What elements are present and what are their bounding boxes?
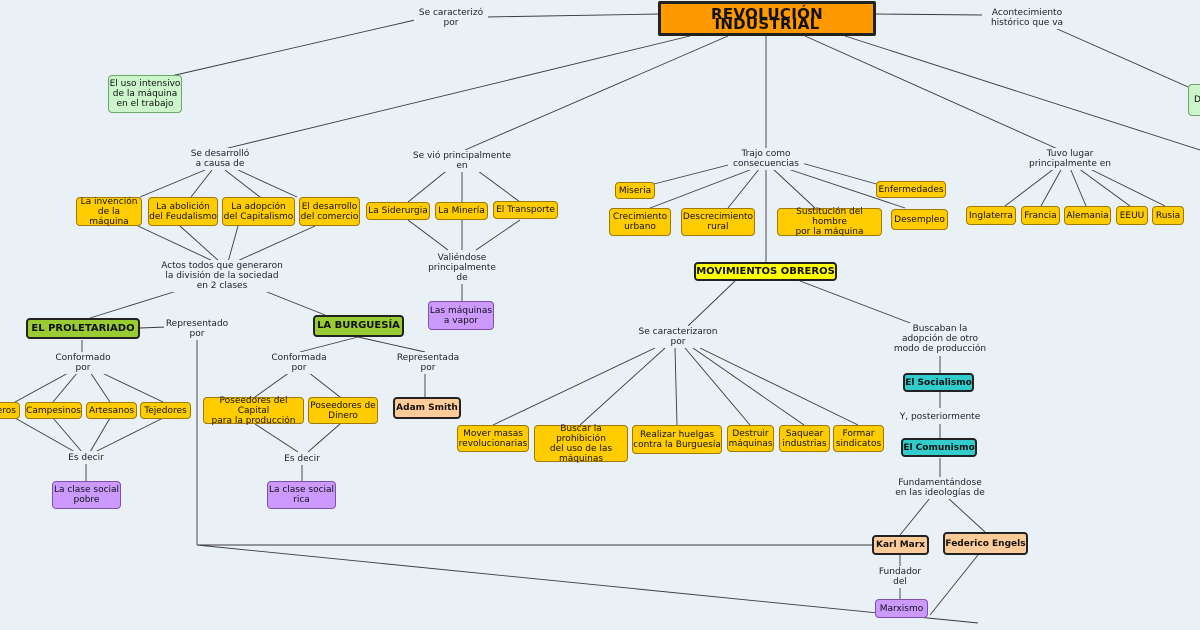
label-conformada: Conformada por [270, 352, 328, 374]
node-inglaterra[interactable]: Inglaterra [966, 206, 1016, 225]
node-d-partial[interactable]: D [1188, 84, 1200, 116]
node-tejedores[interactable]: Tejedores [140, 402, 191, 419]
label-representado: Representado por [164, 318, 230, 340]
label-representada: Representada por [396, 352, 460, 374]
node-eeuu[interactable]: EEUU [1116, 206, 1148, 225]
label-se-caracterizo: Se caracterizó por [414, 7, 488, 29]
node-socialismo[interactable]: El Socialismo [903, 373, 974, 392]
label-y-posteriormente: Y, posteriormente [898, 410, 982, 423]
node-buscar-prohibicion[interactable]: Buscar la prohibición del uso de las máq… [534, 424, 628, 464]
node-comunismo[interactable]: El Comunismo [901, 438, 977, 457]
node-uso-maquina[interactable]: El uso intensivo de la máquina en el tra… [108, 75, 182, 113]
node-transporte[interactable]: El Transporte [493, 201, 558, 219]
label-es-decir-2: Es decir [280, 452, 324, 465]
node-federico-engels[interactable]: Federico Engels [943, 532, 1028, 555]
node-artesanos[interactable]: Artesanos [86, 402, 137, 419]
label-actos: Actos todos que generaron la división de… [158, 260, 286, 292]
node-alemania[interactable]: Alemania [1064, 206, 1111, 225]
node-destruir-maquinas[interactable]: Destruir máquinas [727, 425, 774, 452]
node-mover-masas[interactable]: Mover masas revolucionarias [457, 425, 529, 452]
node-desempleo[interactable]: Desempleo [891, 209, 948, 230]
node-obreros-partial[interactable]: eros [0, 402, 20, 419]
label-buscaban: Buscaban la adopción de otro modo de pro… [892, 323, 988, 355]
node-saquear-industrias[interactable]: Saquear industrias [779, 425, 830, 452]
node-burguesia[interactable]: LA BURGUESÍA [313, 315, 404, 337]
node-adopcion[interactable]: La adopción del Capitalismo [222, 197, 295, 226]
node-miseria[interactable]: Miseria [615, 182, 655, 199]
node-clase-rica[interactable]: La clase social rica [267, 481, 336, 509]
node-descrecimiento-rural[interactable]: Descrecimiento rural [681, 208, 755, 236]
node-rusia[interactable]: Rusia [1152, 206, 1184, 225]
node-abolicion[interactable]: La abolición del Feudalismo [148, 197, 218, 226]
node-adam-smith[interactable]: Adam Smith [393, 397, 461, 419]
root-title[interactable]: REVOLUCIÓN INDUSTRIAL [658, 1, 876, 36]
label-valiendose: Valiéndose principalmente de [425, 252, 499, 284]
node-maquinas-vapor[interactable]: Las máquinas a vapor [428, 301, 494, 330]
label-se-vio: Se vió principalmente en [410, 150, 514, 172]
node-formar-sindicatos[interactable]: Formar sindicatos [833, 425, 884, 452]
node-marxismo[interactable]: Marxismo [875, 599, 928, 618]
label-se-caracterizaron: Se caracterizaron por [638, 326, 718, 348]
label-fundador: Fundador del [874, 566, 926, 588]
node-poseedores-dinero[interactable]: Poseedores de Dinero [308, 397, 378, 424]
label-tuvo-lugar: Tuvo lugar principalmente en [1022, 148, 1118, 170]
node-crecimiento-urbano[interactable]: Crecimiento urbano [609, 208, 671, 236]
label-acontecimiento: Acontecimiento histórico que va [982, 7, 1072, 29]
node-francia[interactable]: Francia [1021, 206, 1060, 225]
node-campesinos[interactable]: Campesinos [25, 402, 82, 419]
node-proletariado[interactable]: EL PROLETARIADO [26, 318, 140, 339]
node-poseedores-capital[interactable]: Poseedores del Capital para la producció… [203, 396, 304, 426]
node-invencion[interactable]: La invención de la máquina [76, 197, 142, 227]
node-sustitucion[interactable]: Sustitución del hombre por la máquina [777, 207, 882, 237]
node-realizar-huelgas[interactable]: Realizar huelgas contra la Burguesía [632, 425, 722, 454]
label-fundamentandose: Fundamentándose en las ideologías de [892, 477, 988, 499]
node-mineria[interactable]: La Minería [435, 202, 488, 220]
label-conformado: Conformado por [54, 352, 112, 374]
node-siderurgia[interactable]: La Siderurgia [366, 202, 430, 220]
node-clase-pobre[interactable]: La clase social pobre [52, 481, 121, 509]
node-desarrollo-comercio[interactable]: El desarrollo del comercio [299, 197, 360, 226]
label-es-decir-1: Es decir [64, 451, 108, 464]
label-trajo: Trajo como consecuencias [728, 148, 804, 170]
node-karl-marx[interactable]: Karl Marx [872, 535, 929, 555]
label-se-desarrollo: Se desarrolló a causa de [182, 148, 258, 170]
node-enfermedades[interactable]: Enfermedades [876, 181, 946, 198]
node-movimientos-obreros[interactable]: MOVIMIENTOS OBREROS [694, 262, 837, 281]
